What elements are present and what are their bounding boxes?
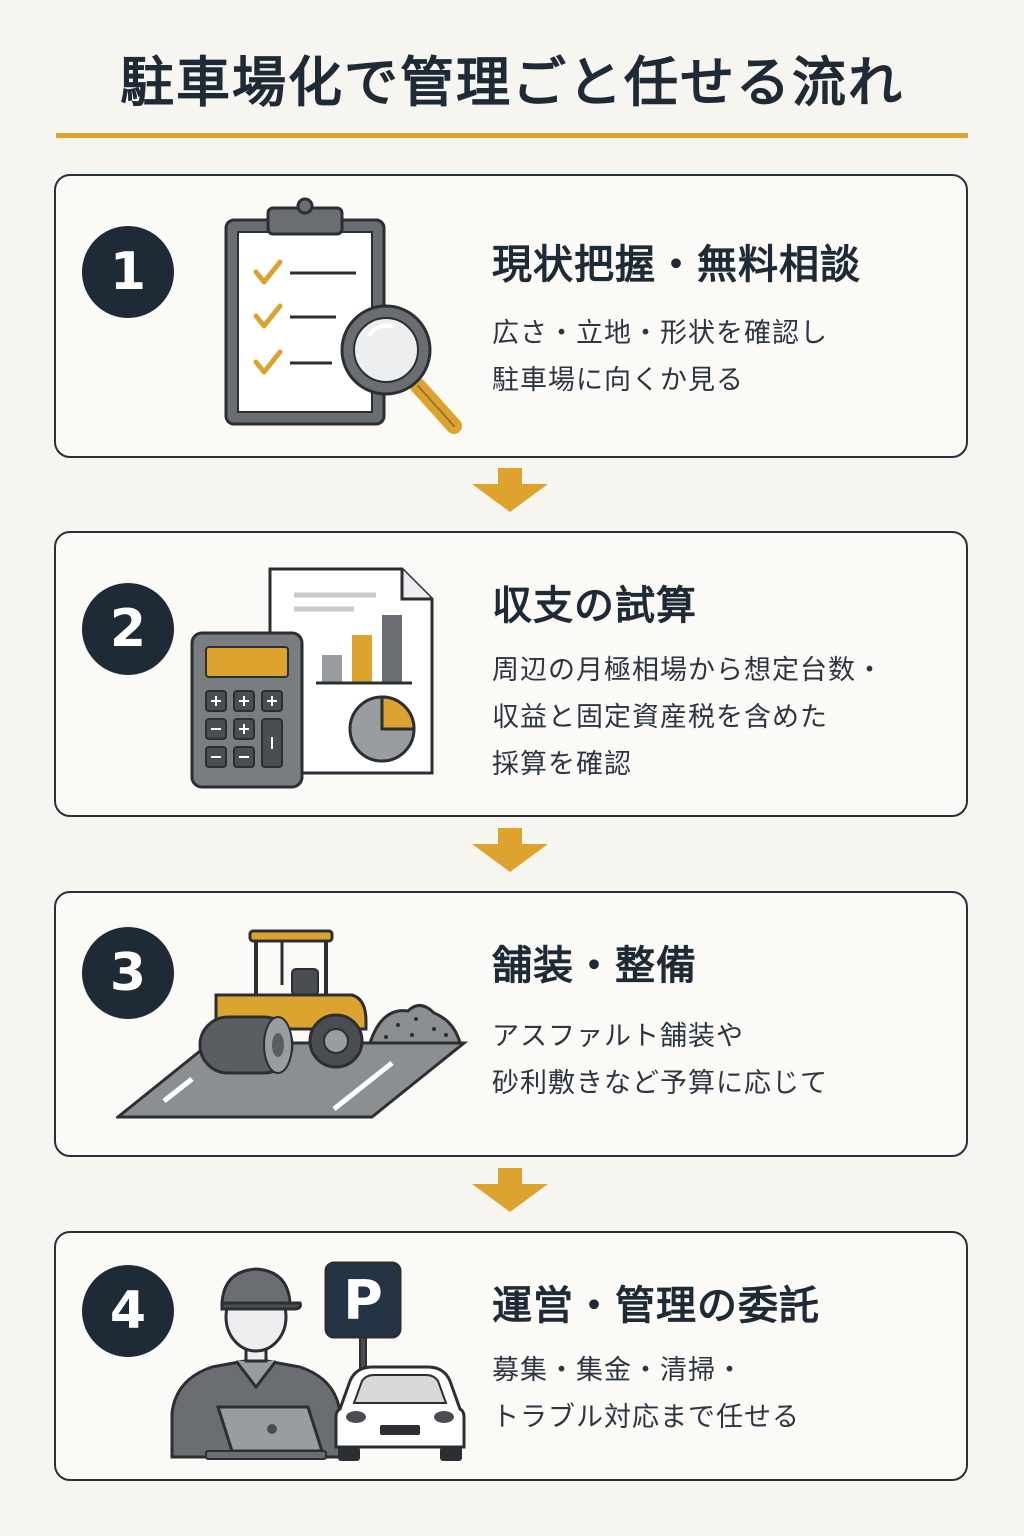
- step-card-3: 3 舗装・整備 アスファルト舗装や 砂利敷きなど予算に応じて: [54, 891, 968, 1157]
- step-title-4: 運営・管理の委託: [492, 1283, 820, 1329]
- step-number-4: 4: [82, 1265, 174, 1357]
- step-title-2: 収支の試算: [492, 583, 697, 629]
- step-desc-4: 募集・集金・清掃・ トラブル対応まで任せる: [492, 1347, 962, 1441]
- parking-manager-icon: P: [170, 1261, 466, 1461]
- flow-arrow-down-icon: [472, 828, 548, 872]
- desc-line: 砂利敷きなど予算に応じて: [492, 1068, 828, 1099]
- desc-line: 募集・集金・清掃・: [492, 1355, 744, 1386]
- step-card-2: 2 収支の試算 周辺の月極相場から想定台数・ 収益と固定資産税を含めた 採算を確…: [54, 531, 968, 817]
- desc-line: 収益と固定資産税を含めた: [492, 702, 828, 733]
- desc-line: 周辺の月極相場から想定台数・: [492, 655, 884, 686]
- desc-line: 駐車場に向くか見る: [492, 365, 744, 396]
- step-number-3: 3: [82, 927, 174, 1019]
- calculator-report-icon: [190, 567, 434, 789]
- desc-line: 広さ・立地・形状を確認し: [492, 318, 828, 349]
- page-title: 駐車場化で管理ごと任せる流れ: [120, 51, 904, 114]
- step-number-1: 1: [82, 226, 174, 318]
- desc-line: 採算を確認: [492, 749, 632, 780]
- road-roller-icon: [116, 929, 468, 1119]
- clipboard-magnifier-icon: [224, 197, 462, 434]
- step-desc-3: アスファルト舗装や 砂利敷きなど予算に応じて: [492, 1013, 962, 1107]
- step-card-4: 4 P 運営・管理の委託 募集・集金・清掃・ トラブル対応まで任せる: [54, 1231, 968, 1481]
- step-desc-1: 広さ・立地・形状を確認し 駐車場に向くか見る: [492, 310, 962, 404]
- flow-arrow-down-icon: [472, 468, 548, 512]
- step-title-3: 舗装・整備: [492, 943, 697, 989]
- step-title-1: 現状把握・無料相談: [492, 242, 861, 288]
- desc-line: アスファルト舗装や: [492, 1021, 744, 1052]
- flow-arrow-down-icon: [472, 1168, 548, 1212]
- parking-sign-label: P: [343, 1269, 383, 1332]
- step-number-2: 2: [82, 583, 174, 675]
- title-underline: [56, 133, 968, 138]
- step-desc-2: 周辺の月極相場から想定台数・ 収益と固定資産税を含めた 採算を確認: [492, 647, 962, 788]
- desc-line: トラブル対応まで任せる: [492, 1402, 800, 1433]
- step-card-1: 1 現状把握・無料相談 広さ・立地・形状を確認し 駐車場に向くか見る: [54, 174, 968, 458]
